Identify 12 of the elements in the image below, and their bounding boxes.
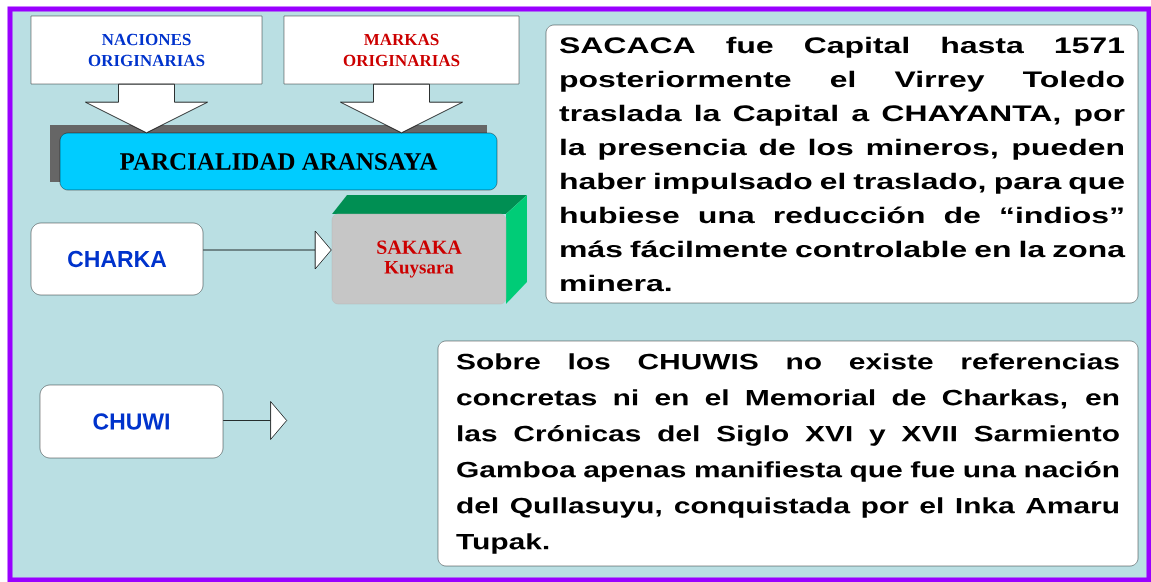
text-box: Sobre los CHUWIS no existe referencias concretas ni en el Memorial de Charkas, en las Crónicas del Siglo XVI y XVII Sarmiento Gamboa apenas manifiesta que fue una nación del Qullasuyu, conquistada por el Inka Amaru Tupak. — [437, 340, 1139, 567]
block-arrow — [340, 83, 463, 134]
callout-box: MARKAS ORIGINARIAS — [283, 15, 520, 85]
block-box: SAKAKA Kuysara — [331, 195, 527, 305]
text-box: SACACA fue Capital hasta 1571 posteriormente el Virrey Toledo traslada la Capital a CHAYANTA, por la presencia de los mineros, pueden haber impulsado el traslado, para que hubiese una reducción de “indios” más fácilmente controlable en la zona minera. — [545, 24, 1139, 304]
name-box: CHARKA — [30, 222, 204, 296]
title-band: PARCIALIDAD ARANSAYA — [50, 125, 498, 191]
block-arrow — [85, 83, 208, 134]
name-box: CHUWI — [39, 384, 224, 459]
callout-box: NACIONES ORIGINARIAS — [30, 15, 263, 85]
block-arrow — [222, 401, 288, 440]
block-arrow — [202, 230, 332, 270]
